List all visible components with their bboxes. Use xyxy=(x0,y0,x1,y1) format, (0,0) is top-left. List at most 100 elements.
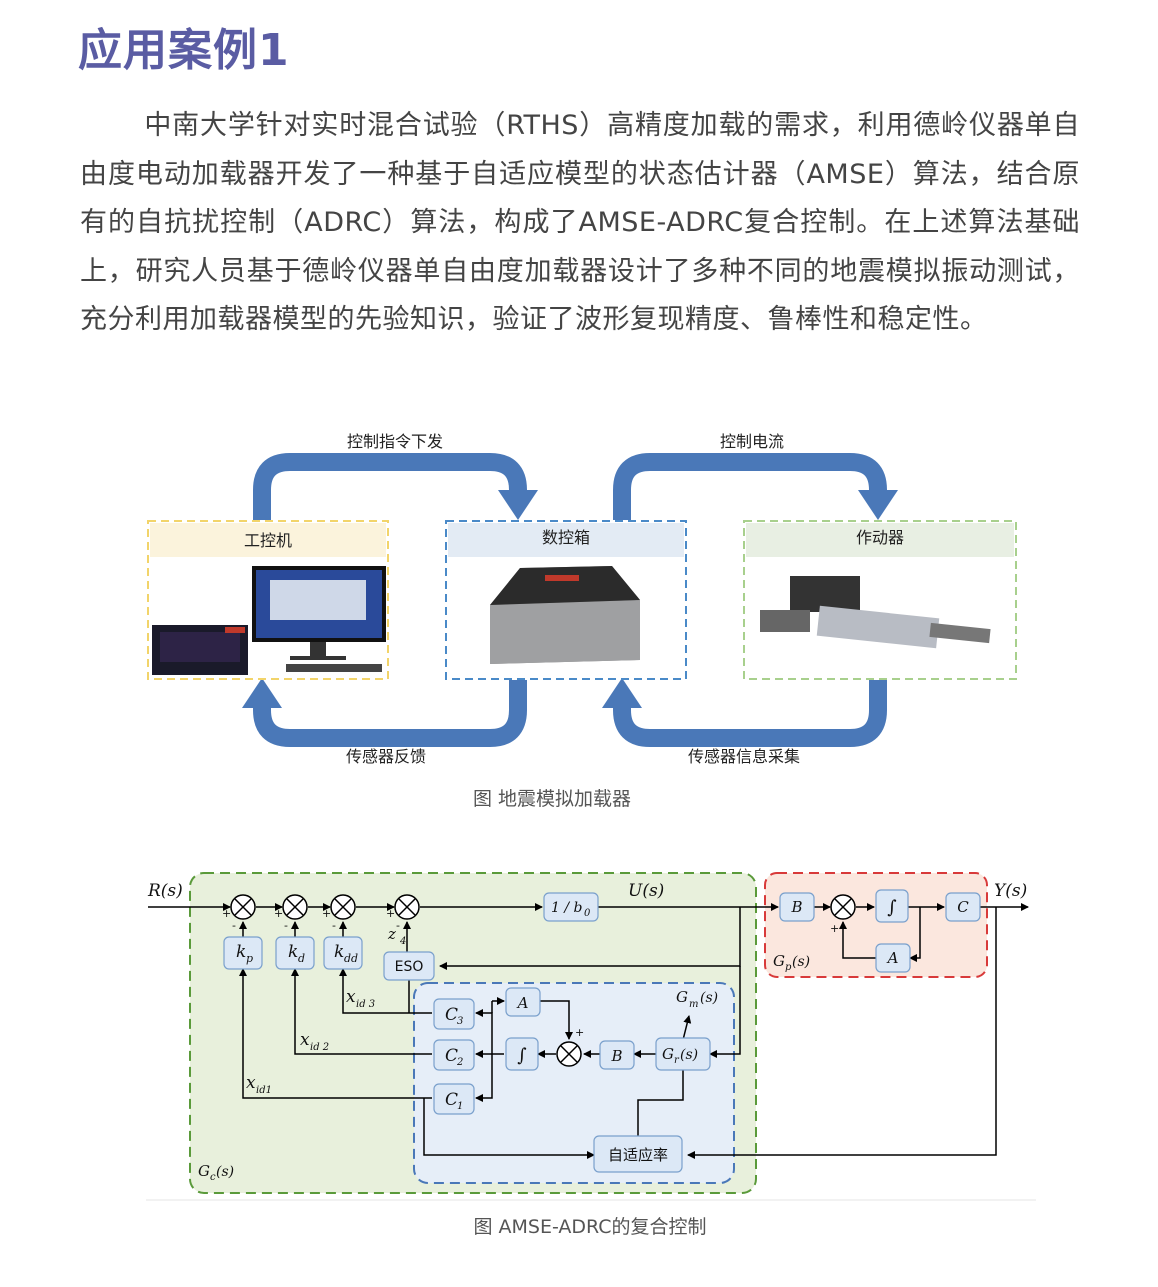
label-c2-sub: 2 xyxy=(456,1057,463,1068)
block-integral-inner xyxy=(505,1037,539,1071)
figure1-caption: 图 地震模拟加载器 xyxy=(473,788,631,810)
label-xid1-sub: id1 xyxy=(256,1085,272,1096)
label-c3-sub: 3 xyxy=(457,1016,463,1027)
label-xid3-sub: id 3 xyxy=(356,999,375,1010)
region-gc xyxy=(189,872,757,1194)
label-b0: 1 / b xyxy=(551,900,583,916)
label-y: Y(s) xyxy=(994,881,1027,901)
arrow-bottom-left xyxy=(253,680,527,747)
arrow-heads xyxy=(242,490,898,708)
flow-arrows xyxy=(253,453,887,747)
sum-1 xyxy=(230,894,256,920)
sum-plant xyxy=(830,894,856,920)
sign-plus-2: + xyxy=(274,907,283,920)
label-a-plant: A xyxy=(886,949,899,967)
arrowhead-bottom-right xyxy=(602,678,642,708)
sign-minus-4: - xyxy=(396,919,400,932)
sign-plus-3: + xyxy=(322,907,331,920)
label-gp-arg: (s) xyxy=(792,954,810,970)
label-kp: k xyxy=(236,942,246,962)
block-a-inner xyxy=(505,987,541,1017)
label-b-inner: B xyxy=(610,1047,622,1065)
block-kdd xyxy=(323,936,363,970)
figure2-caption: 图 AMSE-ADRC的复合控制 xyxy=(473,1216,706,1238)
label-arrow-bottom-right: 传感器信息采集 xyxy=(688,747,800,766)
sign-minus-2: - xyxy=(284,919,288,932)
label-cnc-controller: 数控箱 xyxy=(542,528,590,547)
label-integral-inner: ∫ xyxy=(517,1045,527,1066)
block-kd xyxy=(275,936,315,970)
label-xid2-sub: id 2 xyxy=(310,1042,329,1053)
block-c3 xyxy=(433,998,475,1030)
sign-plus-1: + xyxy=(222,907,231,920)
block-a-plant xyxy=(875,943,911,973)
label-c1: C xyxy=(445,1090,458,1110)
actuator-image xyxy=(760,576,991,649)
region-inner xyxy=(413,982,735,1184)
label-gr-arg: (s) xyxy=(680,1047,698,1063)
label-z4-sub: 4 xyxy=(399,936,406,947)
keyboard-image xyxy=(286,664,382,672)
block-gr xyxy=(655,1037,711,1071)
block-eso xyxy=(383,951,435,981)
controller-box-image xyxy=(490,566,640,664)
arrowhead-bottom-left xyxy=(242,678,282,708)
label-kdd-sub: dd xyxy=(344,952,358,965)
label-gc: G xyxy=(198,1162,210,1180)
label-gp-sub: p xyxy=(785,962,792,973)
label-arrow-top-right: 控制电流 xyxy=(720,432,784,451)
arrowhead-top-right xyxy=(858,490,898,520)
label-gm-arg: (s) xyxy=(700,990,718,1006)
arrowhead-top-left xyxy=(498,490,538,520)
arrow-bottom-right xyxy=(613,680,887,747)
box-industrial-pc: 工控机 xyxy=(147,520,389,680)
sign-minus-3: - xyxy=(332,919,336,932)
block-kp xyxy=(223,936,263,970)
sign-plus-inner: + xyxy=(575,1026,584,1039)
block-c-plant xyxy=(945,892,981,922)
label-gc-sub: c xyxy=(210,1172,216,1183)
label-actuator: 作动器 xyxy=(856,528,904,547)
label-kd: k xyxy=(288,942,298,962)
sign-minus-1: - xyxy=(232,919,236,932)
label-c2: C xyxy=(445,1046,458,1066)
label-gc-arg: (s) xyxy=(216,1164,234,1180)
summing-junctions xyxy=(230,894,856,1067)
label-eso: ESO xyxy=(395,959,424,975)
label-xid1: x xyxy=(246,1073,256,1093)
label-gr: G xyxy=(662,1045,674,1063)
block-adaptive xyxy=(593,1135,683,1173)
label-integral-plant: ∫ xyxy=(887,897,897,918)
label-kdd: k xyxy=(334,942,344,962)
sum-3 xyxy=(330,894,356,920)
sum-4 xyxy=(394,894,420,920)
label-u: U(s) xyxy=(628,881,664,901)
monitor-image xyxy=(252,566,386,642)
label-c3: C xyxy=(445,1005,458,1025)
sign-plus-plant: + xyxy=(830,922,839,935)
label-c-plant: C xyxy=(957,898,969,916)
label-b0-sub: 0 xyxy=(584,908,591,919)
block-b-inner xyxy=(599,1040,635,1070)
label-gp: G xyxy=(773,952,785,970)
arrow-top-right xyxy=(613,453,887,520)
label-kd-sub: d xyxy=(298,952,305,965)
block-b0 xyxy=(543,892,599,922)
body-paragraph: 中南大学针对实时混合试验（RTHS）高精度加载的需求，利用德岭仪器单自由度电动加… xyxy=(80,102,1080,345)
label-xid3: x xyxy=(346,987,356,1007)
block-b-plant xyxy=(779,892,815,922)
label-a-inner: A xyxy=(516,994,529,1012)
label-b-plant: B xyxy=(790,898,802,916)
label-arrow-bottom-left: 传感器反馈 xyxy=(346,747,426,766)
label-kp-sub: p xyxy=(246,952,253,965)
box-actuator: 作动器 xyxy=(743,520,1017,680)
label-gm: G xyxy=(676,988,688,1006)
label-industrial-pc: 工控机 xyxy=(244,531,292,550)
label-adaptive: 自适应率 xyxy=(608,1146,668,1164)
paragraph-text: 中南大学针对实时混合试验（RTHS）高精度加载的需求，利用德岭仪器单自由度电动加… xyxy=(80,110,1080,335)
label-r: R(s) xyxy=(147,881,183,901)
label-c1-sub: 1 xyxy=(457,1101,463,1112)
server-case-image xyxy=(152,625,248,675)
block-c1 xyxy=(433,1083,475,1115)
page-title: 应用案例1 xyxy=(78,25,290,76)
